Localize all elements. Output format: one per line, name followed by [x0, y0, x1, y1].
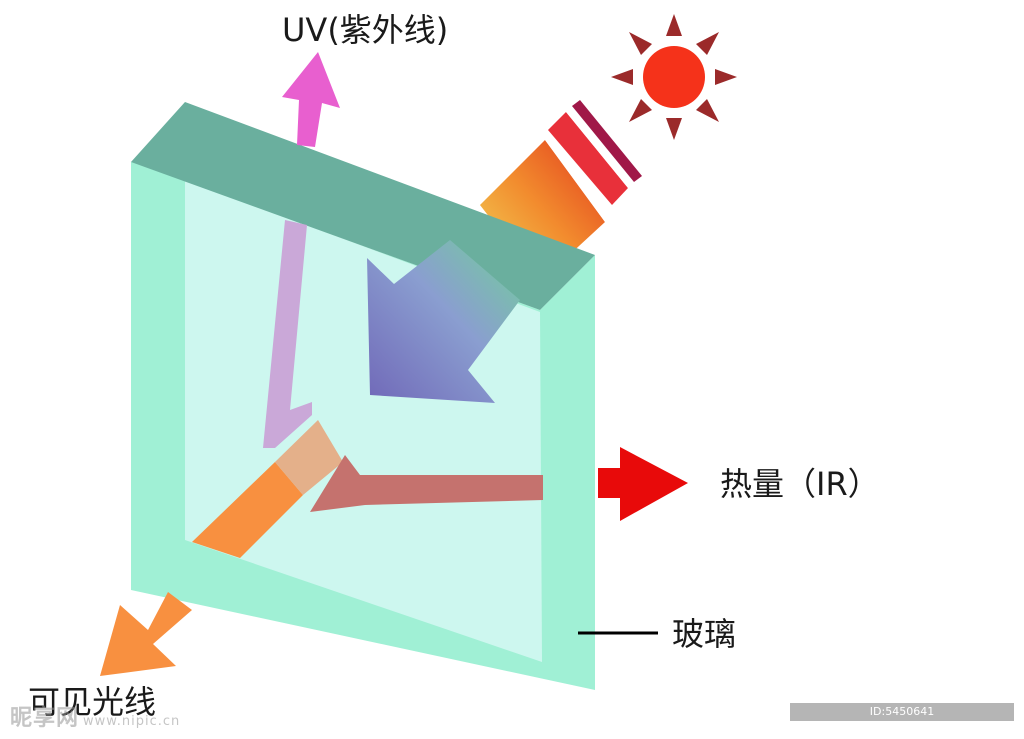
watermark-logo-text: 昵享网: [10, 706, 79, 731]
watermark-id: ID:5450641 NO:20150723105658641774: [790, 703, 1014, 721]
visible-exit-arrow: [100, 592, 192, 676]
glass-label: 玻璃: [672, 618, 736, 650]
uv-exit-arrow: [282, 52, 340, 147]
sun-icon: [611, 14, 737, 140]
watermark-logo-url: www.nipic.cn: [83, 714, 180, 729]
uv-label: UV(紫外线): [282, 14, 448, 46]
glass-inner-edge: [131, 162, 185, 590]
watermark-logo: 昵享网 www.nipic.cn: [10, 700, 180, 732]
ir-label: 热量（IR）: [720, 468, 880, 500]
ir-exit-arrow: [598, 447, 688, 521]
